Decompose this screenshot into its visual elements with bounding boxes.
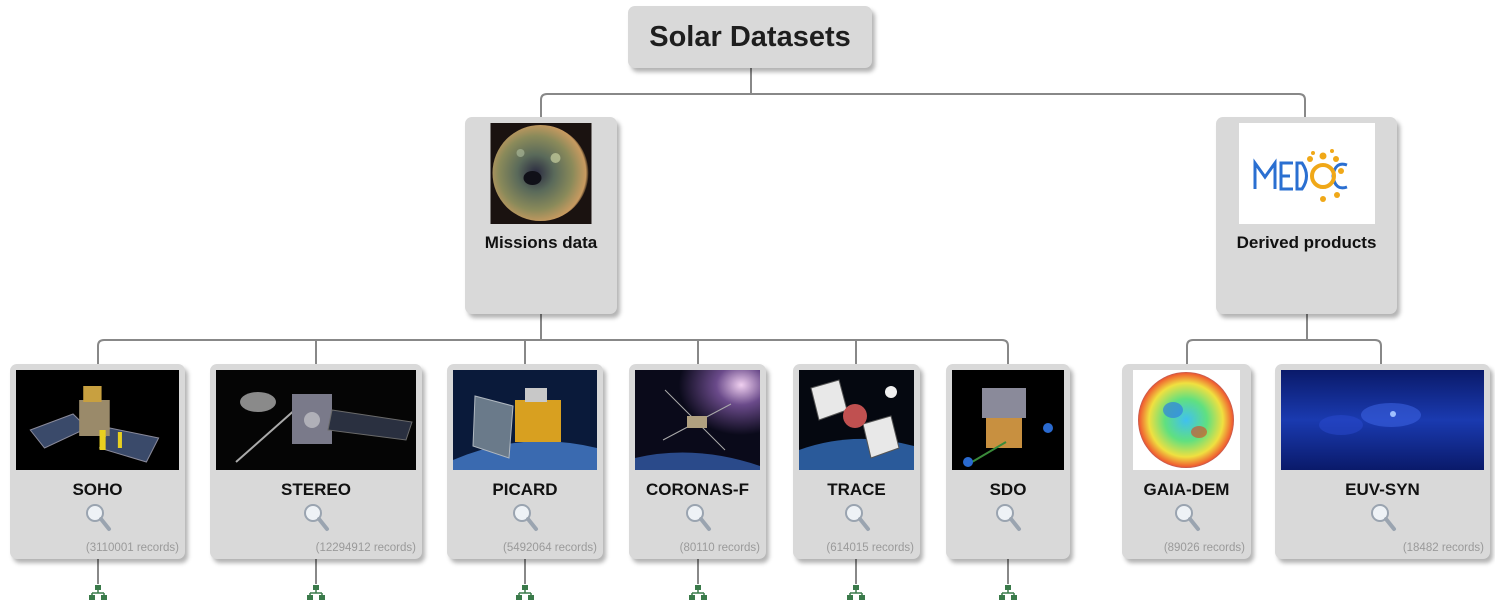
expand-tree-icon[interactable]: [89, 584, 107, 602]
dataset-name: GAIA-DEM: [1143, 480, 1230, 499]
root-node[interactable]: Solar Datasets: [628, 6, 872, 68]
category-missions-data[interactable]: Missions data: [465, 117, 617, 314]
expand-tree-icon[interactable]: [516, 584, 534, 602]
search-icon[interactable]: [994, 502, 1022, 532]
picard-spacecraft: [453, 370, 597, 470]
dataset-name: PICARD: [492, 480, 558, 499]
dataset-name: SDO: [989, 480, 1027, 499]
dataset-card-sdo[interactable]: SDO: [946, 364, 1070, 559]
trace-spacecraft: [799, 370, 914, 470]
category-label: Derived products: [1236, 233, 1377, 252]
expand-tree-icon[interactable]: [689, 584, 707, 602]
record-count: (3110001 records): [85, 542, 179, 554]
record-count: (5492064 records): [503, 542, 597, 554]
record-count: (12294912 records): [315, 542, 416, 554]
search-icon[interactable]: [1173, 502, 1201, 532]
search-icon[interactable]: [1369, 502, 1397, 532]
root-title: Solar Datasets: [649, 20, 851, 53]
dataset-card-euv-syn[interactable]: EUV-SYN (18482 records): [1275, 364, 1490, 559]
search-icon[interactable]: [84, 502, 112, 532]
expand-tree-icon[interactable]: [999, 584, 1017, 602]
category-label: Missions data: [484, 233, 598, 252]
dataset-card-soho[interactable]: SOHO (3110001 records): [10, 364, 185, 559]
search-icon[interactable]: [302, 502, 330, 532]
sdo-spacecraft: [952, 370, 1064, 470]
search-icon[interactable]: [843, 502, 871, 532]
euv-syn-map: [1281, 370, 1484, 470]
sun-image: [490, 123, 592, 229]
dataset-name: EUV-SYN: [1345, 480, 1420, 499]
dataset-card-trace[interactable]: TRACE (614015 records): [793, 364, 920, 559]
search-icon[interactable]: [511, 502, 539, 532]
expand-tree-icon[interactable]: [307, 584, 325, 602]
medoc-logo: [1238, 123, 1375, 229]
dataset-name: CORONAS-F: [646, 480, 749, 499]
record-count: (80110 records): [679, 542, 760, 554]
dataset-card-gaia-dem[interactable]: GAIA-DEM (89026 records): [1122, 364, 1251, 559]
stereo-spacecraft: [216, 370, 416, 470]
gaia-dem-map: [1133, 370, 1240, 470]
search-icon[interactable]: [684, 502, 712, 532]
record-count: (18482 records): [1402, 542, 1484, 554]
dataset-card-stereo[interactable]: STEREO (12294912 records): [210, 364, 422, 559]
dataset-name: SOHO: [72, 480, 123, 499]
expand-tree-icon[interactable]: [847, 584, 865, 602]
record-count: (89026 records): [1163, 542, 1245, 554]
coronas-f-spacecraft: [635, 370, 760, 470]
dataset-name: STEREO: [281, 480, 351, 499]
dataset-name: TRACE: [827, 480, 886, 499]
dataset-card-picard[interactable]: PICARD (5492064 records): [447, 364, 603, 559]
record-count: (614015 records): [826, 542, 914, 554]
soho-spacecraft: [16, 370, 179, 470]
dataset-card-coronas-f[interactable]: CORONAS-F (80110 records): [629, 364, 766, 559]
category-derived-products[interactable]: Derived products: [1216, 117, 1397, 314]
